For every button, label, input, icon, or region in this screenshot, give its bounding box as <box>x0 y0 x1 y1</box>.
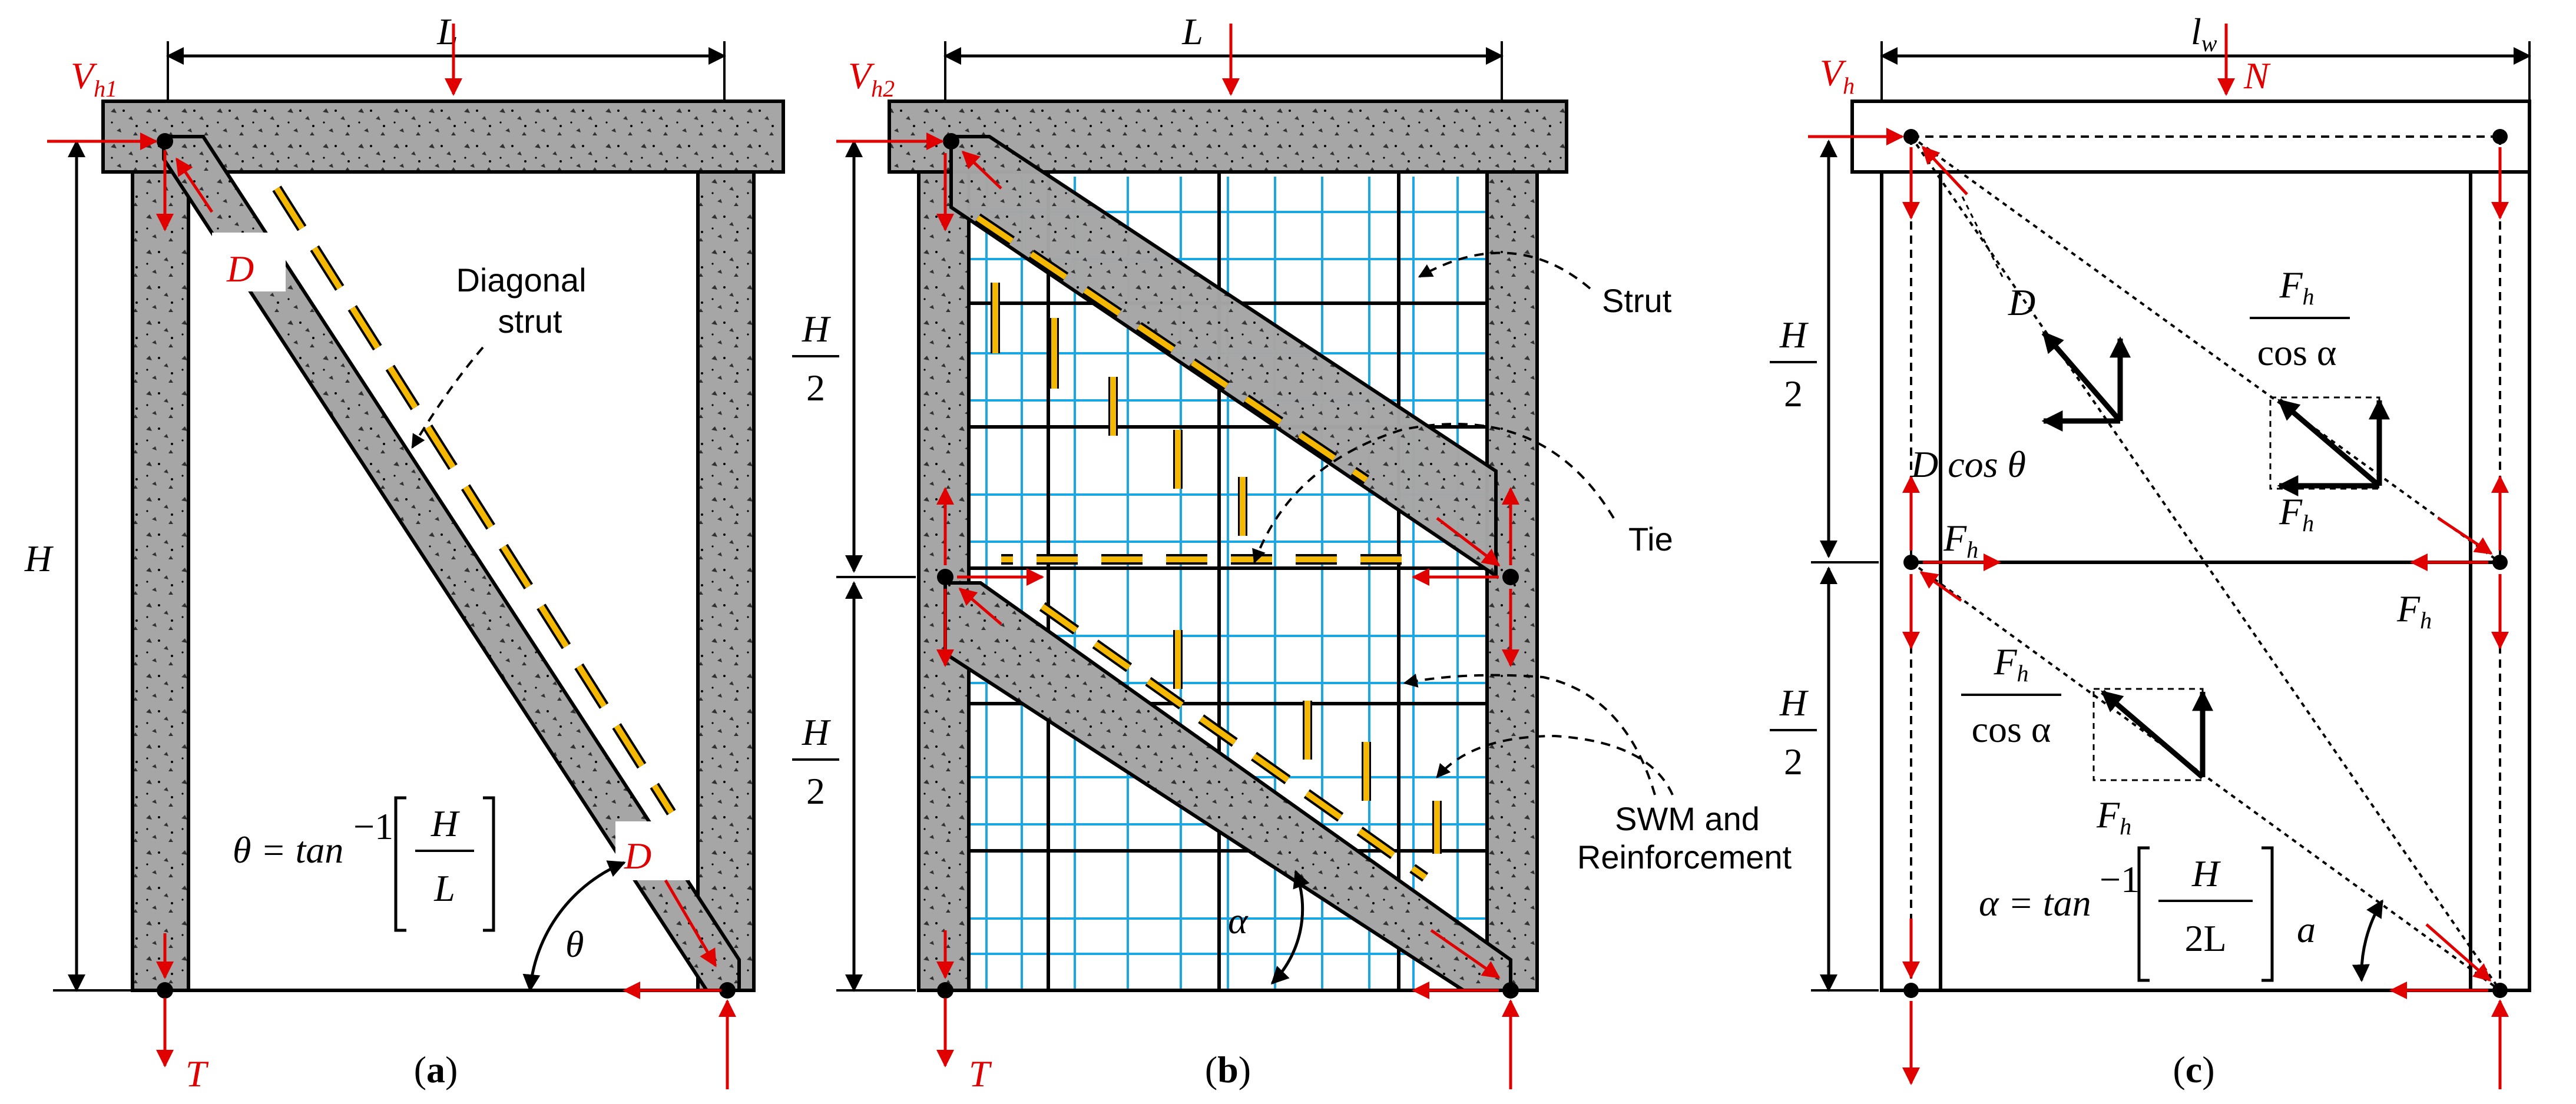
node-top-left <box>157 133 173 150</box>
node-bottom-right <box>719 982 736 999</box>
panel-a: L H Vh1 D D <box>24 11 785 1095</box>
callout-strut-b: Strut <box>1602 282 1672 319</box>
caption-a: (a) <box>414 1049 458 1090</box>
label-T: T <box>186 1053 209 1095</box>
callout-swm: SWM and <box>1615 800 1760 837</box>
label-a-angle: a <box>2297 909 2316 950</box>
panel-b: L <box>792 11 1792 1095</box>
svg-text:−1: −1 <box>353 805 393 847</box>
reinforcement-bars <box>966 172 1490 990</box>
force-decomposition-bottom <box>2092 688 2213 781</box>
left-column <box>131 170 190 992</box>
label-lw: lw <box>2191 11 2217 57</box>
compression-flow-arrows <box>272 185 676 815</box>
label-D-top: D <box>226 248 254 290</box>
theta-arc <box>522 860 626 992</box>
label-alpha: α <box>1228 900 1249 941</box>
label-H: H <box>24 538 54 579</box>
callout-diagonal: Diagonal <box>456 261 586 299</box>
label-Dcos: D cos θ <box>1911 443 2026 485</box>
equation-theta: θ = tan −1 H L <box>233 796 495 932</box>
svg-text:H: H <box>802 308 832 350</box>
right-column <box>696 170 756 992</box>
force-decomposition-top <box>2269 396 2390 496</box>
svg-text:Fh: Fh <box>2279 490 2314 536</box>
label-Vh1: Vh1 <box>71 55 117 102</box>
svg-text:L: L <box>433 867 455 909</box>
svg-text:Fh: Fh <box>2096 794 2131 840</box>
upper-strut <box>949 135 1498 579</box>
label-D-bottom: D <box>624 835 651 877</box>
force-decomposition-D <box>2041 331 2131 432</box>
label-N: N <box>2243 55 2271 97</box>
node-bottom-left <box>157 982 173 999</box>
svg-text:Fh: Fh <box>2396 588 2432 634</box>
svg-text:H: H <box>1779 682 1809 724</box>
svg-text:2: 2 <box>1784 741 1803 783</box>
svg-text:H: H <box>2191 853 2221 894</box>
svg-text:α = tan: α = tan <box>1979 882 2091 924</box>
svg-text:H: H <box>802 711 832 753</box>
label-T-b: T <box>969 1053 992 1095</box>
svg-text:θ = tan: θ = tan <box>233 829 343 871</box>
equation-alpha: α = tan −1 H 2L <box>1979 846 2274 982</box>
callout-reinforcement: Reinforcement <box>1577 838 1792 876</box>
caption-b: (b) <box>1205 1049 1251 1090</box>
callout-pointer <box>411 346 484 449</box>
label-Vh: Vh <box>1820 52 1855 99</box>
label-theta: θ <box>565 923 584 965</box>
label-Vh2: Vh2 <box>848 55 895 102</box>
svg-text:Fh: Fh <box>1943 517 1978 563</box>
svg-text:2: 2 <box>806 770 825 812</box>
svg-text:cos α: cos α <box>2257 331 2337 373</box>
svg-text:2: 2 <box>806 367 825 409</box>
svg-text:H: H <box>1779 314 1809 356</box>
label-D-c: D <box>2008 281 2035 323</box>
flow-arrows-b <box>974 213 1442 882</box>
label-L-b: L <box>1181 11 1203 52</box>
callout-tie: Tie <box>1628 520 1673 558</box>
panel-c: lw N H 2 H 2 <box>1770 11 2531 1090</box>
svg-text:2: 2 <box>1784 373 1803 415</box>
svg-text:Fh: Fh <box>2279 264 2314 310</box>
svg-text:2L: 2L <box>2184 917 2226 959</box>
svg-text:H: H <box>431 803 461 844</box>
svg-text:cos α: cos α <box>1972 708 2051 750</box>
top-beam-c <box>1850 100 2531 174</box>
svg-text:−1: −1 <box>2100 858 2140 900</box>
callout-strut: strut <box>498 303 562 340</box>
svg-text:Fh: Fh <box>1993 641 2028 687</box>
caption-c: (c) <box>2173 1049 2214 1090</box>
